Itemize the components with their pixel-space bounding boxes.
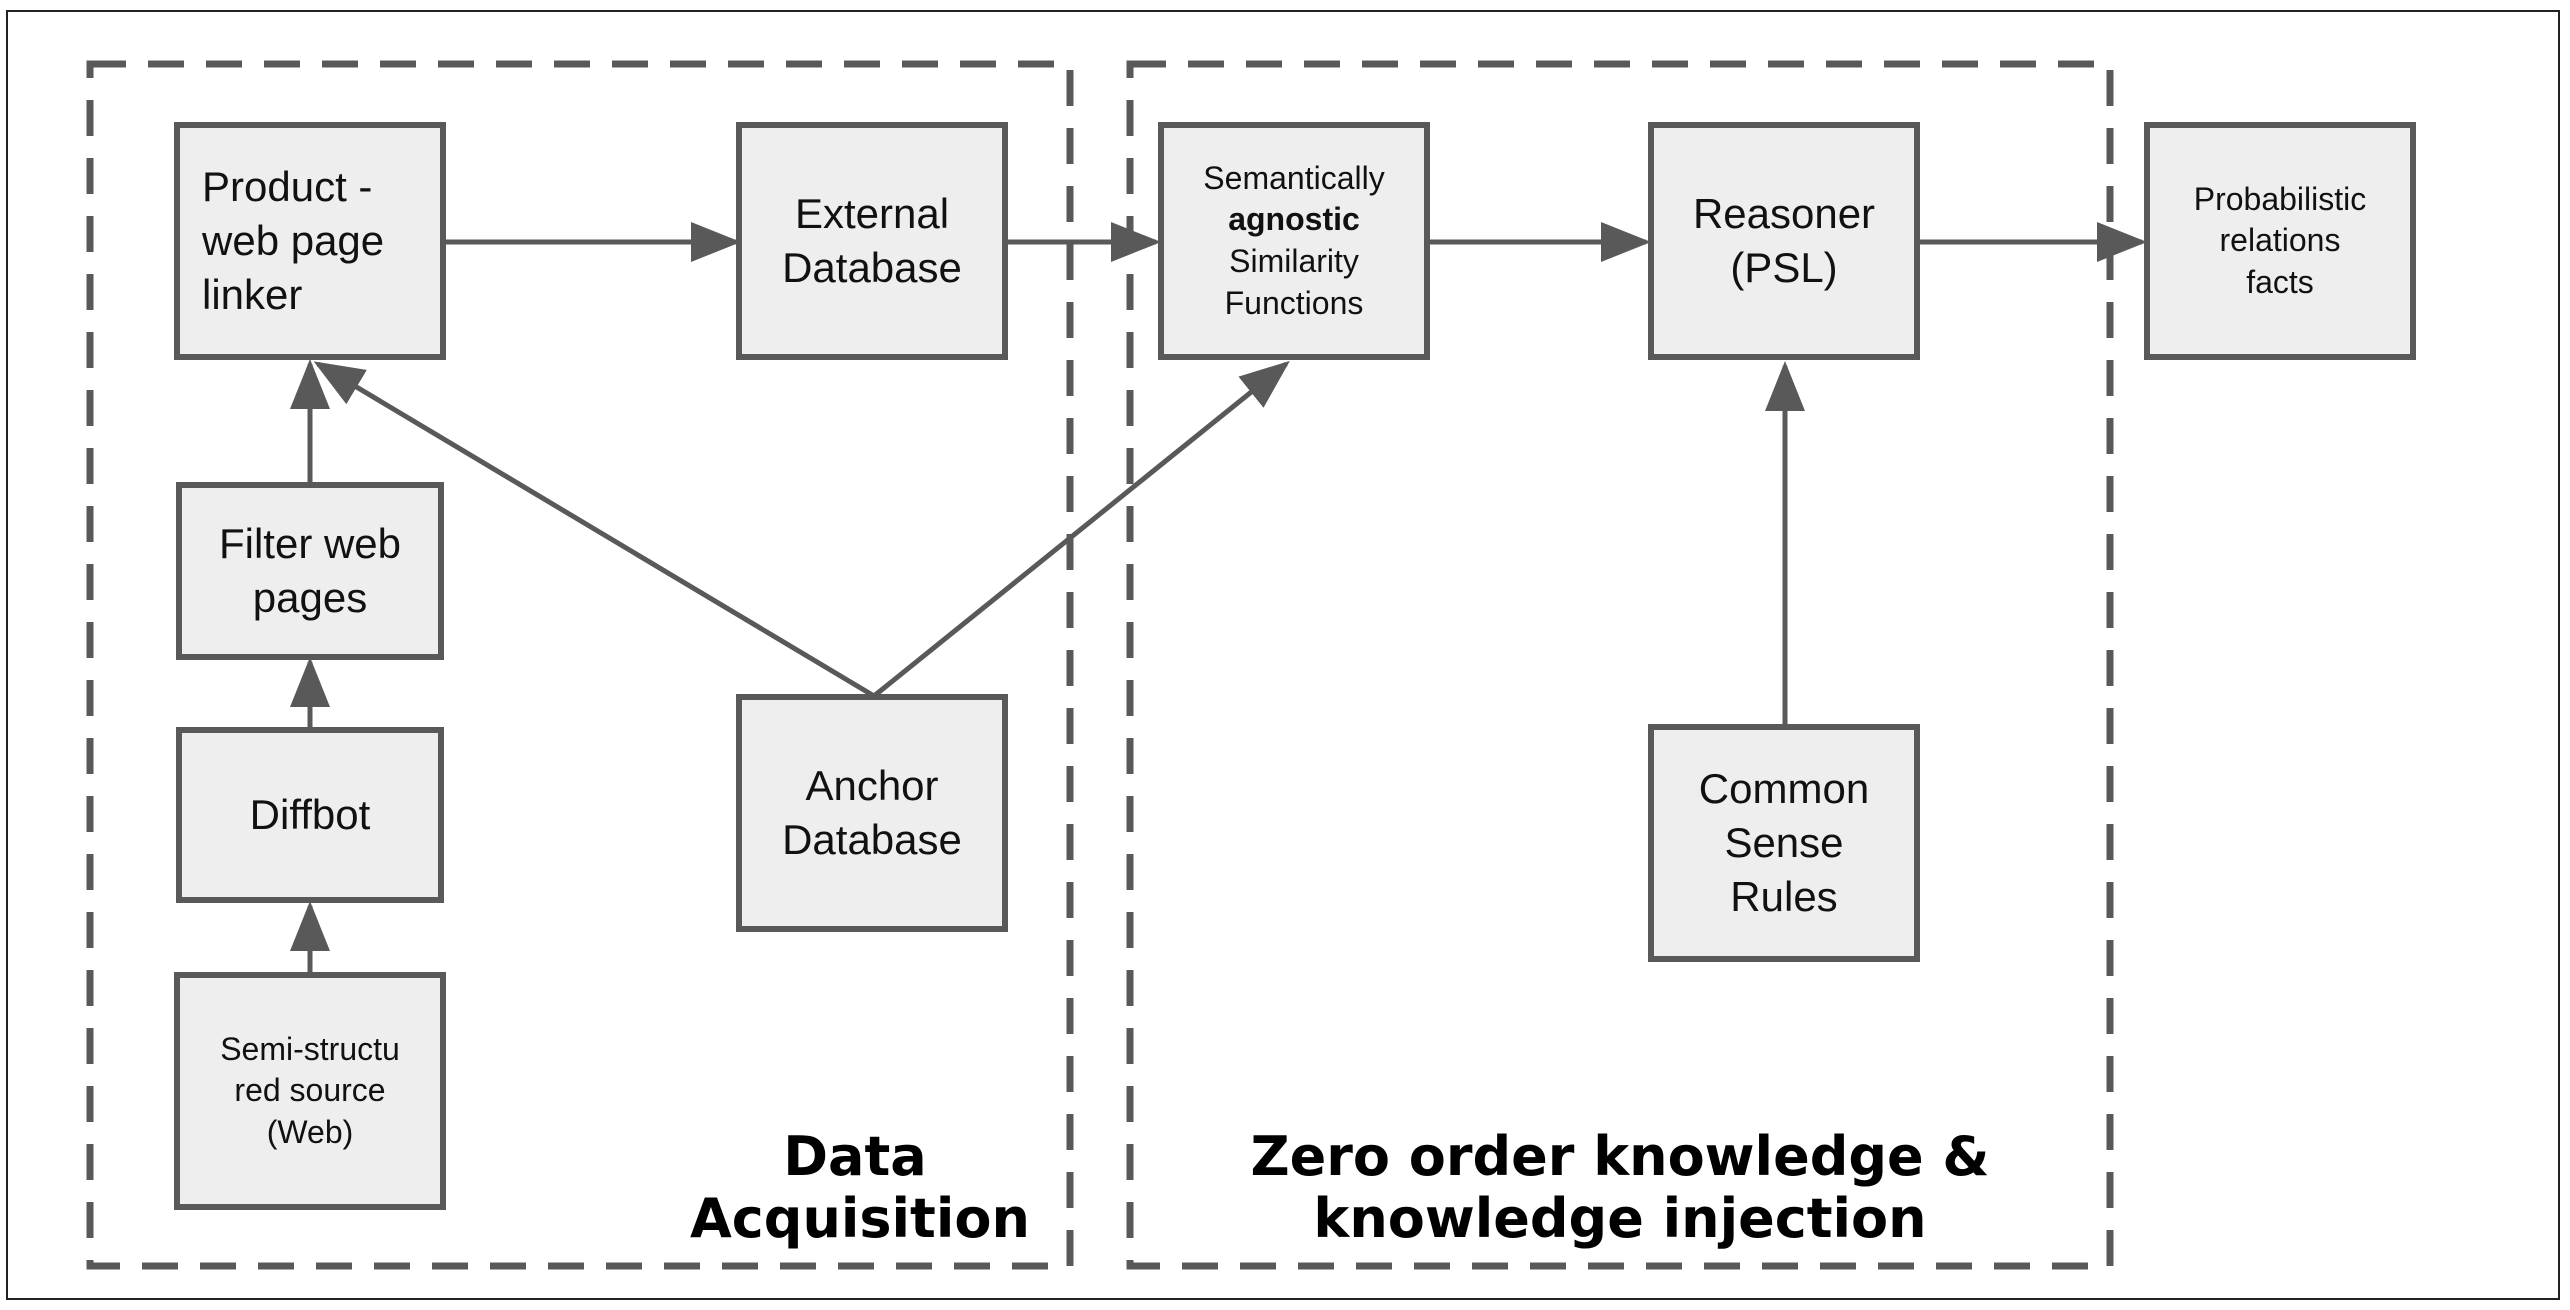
common-sense-line3: Rules: [1730, 872, 1838, 920]
semi-structured-line3: (Web): [266, 1113, 354, 1150]
data-acquisition-group: [86, 60, 1074, 1270]
similarity-line2: agnostic: [1228, 201, 1360, 238]
zero-order-label-line2: knowledge injection: [1313, 1187, 1927, 1250]
data-acquisition-label-line1: Data: [783, 1125, 927, 1188]
similarity-line3: Similarity: [1229, 243, 1359, 279]
zero-order-knowledge-label: Zero order knowledge & knowledge injecti…: [1240, 1126, 2000, 1250]
zero-order-label-line1: Zero order knowledge &: [1250, 1125, 1990, 1188]
probabilistic-line2: relations: [2219, 222, 2341, 259]
filter-line1: Filter web: [218, 520, 402, 568]
anchor-db-line2: Database: [782, 816, 962, 863]
diffbot-line1: Diffbot: [249, 791, 371, 839]
filter-line2: pages: [252, 574, 368, 621]
anchor-db-line1: Anchor: [805, 762, 939, 810]
probabilistic-line1: Probabilistic: [2193, 180, 2367, 217]
zero-order-knowledge-group: [1126, 60, 2114, 1270]
probabilistic-relations-box: Probabilistic relations facts: [2144, 122, 2416, 360]
product-linker-line2: web page: [202, 217, 385, 265]
external-db-line1: External: [794, 190, 950, 238]
reasoner-line2: (PSL): [1730, 244, 1838, 291]
data-acquisition-label: Data Acquisition: [690, 1125, 1030, 1250]
arrow-anchor-to-linker: [313, 361, 876, 699]
similarity-line1: Semantically: [1203, 159, 1385, 196]
product-linker-line1: Product -: [202, 163, 373, 211]
product-linker-line3: linker: [202, 270, 303, 318]
probabilistic-line3: facts: [2246, 263, 2314, 300]
common-sense-line1: Common: [1698, 765, 1870, 813]
product-web-page-linker-box: Product - web page linker: [174, 122, 446, 360]
filter-web-pages-box: Filter web pages: [176, 482, 444, 660]
common-sense-line2: Sense: [1724, 819, 1844, 867]
semi-structured-line2: red source: [234, 1072, 386, 1109]
anchor-database-box: Anchor Database: [736, 694, 1008, 932]
reasoner-psl-box: Reasoner (PSL): [1648, 122, 1920, 360]
common-sense-rules-box: Common Sense Rules: [1648, 724, 1920, 962]
external-db-line2: Database: [782, 244, 962, 291]
data-acquisition-label-line2: Acquisition: [690, 1187, 1030, 1250]
similarity-functions-box: Semantically agnostic Similarity Functio…: [1158, 122, 1430, 360]
external-database-box: External Database: [736, 122, 1008, 360]
diagram-frame: [6, 10, 2560, 1300]
similarity-line4: Functions: [1224, 284, 1364, 321]
semi-structured-line1: Semi-structu: [220, 1030, 400, 1067]
reasoner-line1: Reasoner: [1692, 190, 1876, 238]
diffbot-box: Diffbot: [176, 727, 444, 903]
arrow-anchor-to-similarity: [872, 360, 1290, 698]
semi-structured-source-box: Semi-structu red source (Web): [174, 972, 446, 1210]
